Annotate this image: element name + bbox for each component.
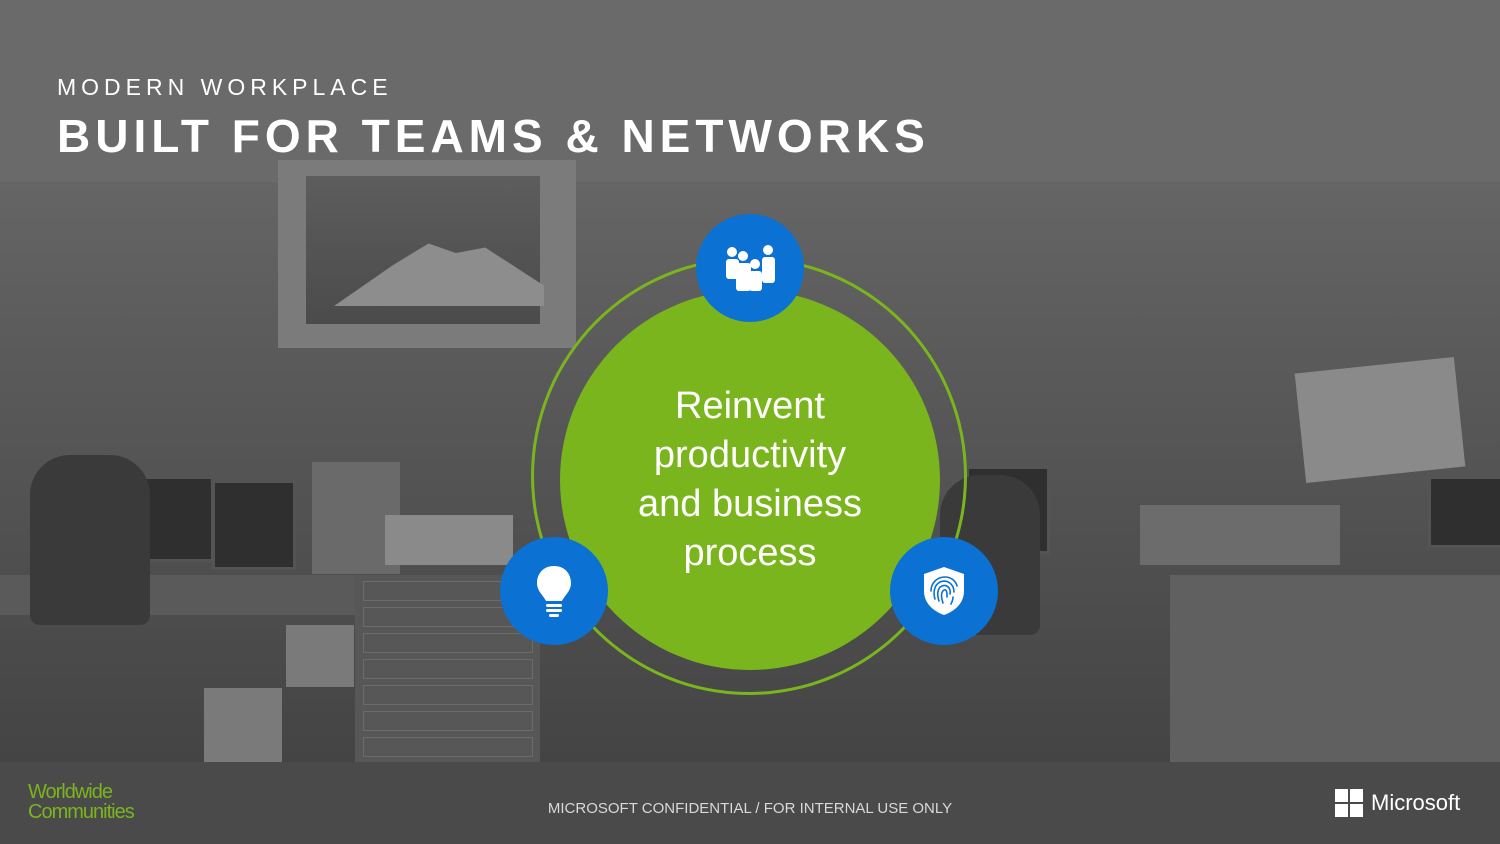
binders [385, 515, 513, 565]
center-circle: Reinvent productivity and business proce… [560, 290, 940, 670]
microsoft-logo: Microsoft [1335, 789, 1460, 817]
mountain-shape [334, 243, 544, 306]
shelf-items [1140, 505, 1340, 565]
people-group-icon [726, 245, 775, 291]
slide-subtitle: MODERN WORKPLACE [57, 74, 393, 100]
slide-header: MODERN WORKPLACE BUILT FOR TEAMS & NETWO… [57, 74, 930, 163]
microsoft-wordmark: Microsoft [1371, 790, 1461, 815]
fingerprint-shield-icon [924, 567, 964, 615]
pinned-papers [1294, 356, 1466, 484]
people-group-badge [696, 214, 804, 322]
box [204, 688, 282, 762]
fingerprint-shield-badge [890, 537, 998, 645]
center-circle-text: Reinvent productivity and business proce… [638, 385, 862, 574]
windows-grid-icon [1335, 789, 1363, 817]
footer-bar: Worldwide Communities MICROSOFT CONFIDEN… [0, 762, 1500, 844]
lightbulb-icon [537, 566, 571, 617]
wall [0, 0, 1500, 182]
monitor [212, 480, 296, 570]
box [286, 625, 354, 687]
monitor [1428, 476, 1500, 548]
office-background-photo [0, 0, 1500, 762]
confidential-notice: MICROSOFT CONFIDENTIAL / FOR INTERNAL US… [547, 800, 953, 817]
desk-right [1170, 575, 1500, 762]
person-silhouette [30, 455, 150, 625]
slide-title: BUILT FOR TEAMS & NETWORKS [57, 110, 930, 162]
worldwide-communities-logo: Worldwide Communities [28, 781, 135, 823]
framed-mountain-picture [278, 160, 576, 348]
lightbulb-badge [500, 537, 608, 645]
